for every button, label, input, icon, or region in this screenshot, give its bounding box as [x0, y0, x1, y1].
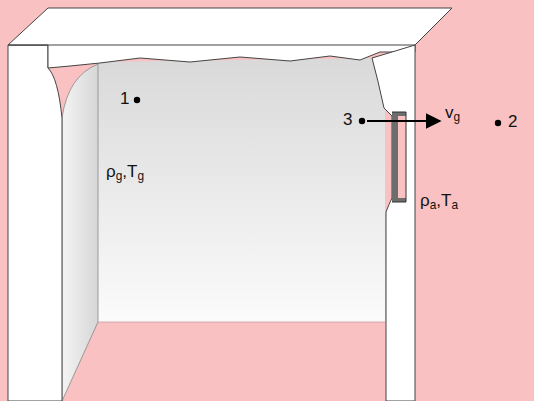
floor-edge [98, 322, 385, 323]
ceiling-edge [8, 8, 452, 45]
back-wall [95, 58, 385, 322]
left-wall [8, 45, 62, 401]
point-label: ρa,Ta [420, 192, 458, 211]
door-frame [392, 112, 406, 202]
point-marker [359, 118, 365, 124]
point-label: ρg,Tg [106, 163, 144, 182]
point-label: vg [445, 104, 460, 123]
point-label: 1 [120, 90, 129, 109]
point-marker [134, 97, 140, 103]
flow-arrow [367, 120, 440, 122]
point-label: 3 [343, 111, 352, 130]
left-inner-wall [62, 64, 98, 401]
door-opening [398, 116, 406, 198]
right-wall [372, 45, 415, 401]
point-marker [495, 120, 501, 126]
point-label: 2 [508, 113, 517, 132]
